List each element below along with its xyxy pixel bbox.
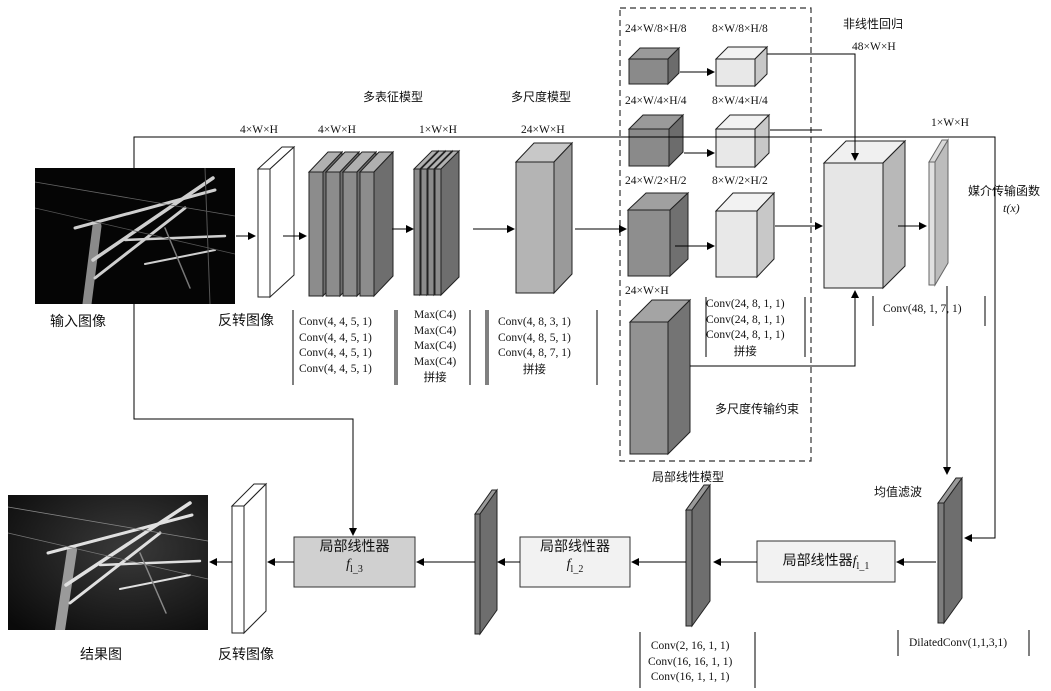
layer-line: Conv(4, 8, 3, 1)	[498, 315, 571, 331]
pyramid-cube-w8-dark	[629, 48, 679, 84]
transmission-map-slab	[929, 140, 948, 285]
local-linear-slab	[686, 485, 710, 626]
layer-line: Conv(16, 16, 1, 1)	[648, 655, 732, 671]
linearizer-2-title: 局部线性器	[520, 539, 630, 556]
multi-rep-stack	[309, 152, 393, 296]
dim-1-out: 1×W×H	[931, 116, 969, 131]
maxout-stack	[414, 151, 459, 295]
regression-layer: Conv(48, 1, 7, 1)	[883, 302, 962, 317]
layer-line: Max(C4)	[414, 324, 456, 340]
layer-line: 拼接	[414, 370, 456, 386]
mean-filter-label: 均值滤波	[874, 485, 922, 500]
dim-multi-scale: 24×W×H	[521, 123, 565, 138]
layer-line: Conv(4, 4, 5, 1)	[299, 315, 372, 331]
linearizer-3: 局部线性器 fl_3	[294, 539, 415, 578]
layer-line: Conv(24, 8, 1, 1)	[706, 297, 785, 313]
dim-24-w8: 24×W/8×H/8	[625, 22, 687, 37]
layer-line: Conv(2, 16, 1, 1)	[648, 639, 732, 655]
maxout-sheet-4-front	[435, 169, 441, 295]
pyramid-cube-w2-light	[716, 193, 774, 277]
pyramid-cube-w2-dark	[628, 193, 688, 276]
inverted-image-label-top: 反转图像	[218, 314, 274, 329]
maxout-sheet-3-front	[428, 169, 434, 295]
layer-line: Conv(16, 1, 1, 1)	[648, 670, 732, 686]
layer-line: Conv(4, 8, 7, 1)	[498, 346, 571, 362]
layer-line: Conv(4, 8, 5, 1)	[498, 331, 571, 347]
input-image-label: 输入图像	[50, 315, 106, 330]
dilated-layer: DilatedConv(1,1,3,1)	[909, 636, 1007, 651]
linearizer-1-title: 局部线性器	[783, 553, 853, 569]
linearizer-1: 局部线性器fl_1	[757, 553, 895, 575]
pyramid-cube-w4-dark	[629, 115, 683, 166]
multi-rep-box-2-front	[326, 172, 340, 296]
dim-8-w8: 8×W/8×H/8	[712, 22, 768, 37]
linearizer-3-title: 局部线性器	[294, 539, 415, 556]
multi-scale-block	[516, 143, 572, 293]
multi-rep-box-4-front	[360, 172, 374, 296]
dim-8-w2: 8×W/2×H/2	[712, 174, 768, 189]
linearizer-2: 局部线性器 fl_2	[520, 539, 630, 578]
local-linear-model-label: 局部线性模型	[652, 470, 724, 485]
result-image-label: 结果图	[80, 648, 122, 663]
multi-rep-box-4-side	[374, 152, 393, 296]
pyramid-cube-full-dark	[630, 300, 690, 454]
multi-rep-layers: Conv(4, 4, 5, 1) Conv(4, 4, 5, 1) Conv(4…	[299, 315, 372, 377]
concat-48-block	[824, 141, 905, 288]
pyramid-cube-w8-light	[716, 47, 767, 86]
pyramid-layers: Conv(24, 8, 1, 1) Conv(24, 8, 1, 1) Conv…	[706, 297, 785, 359]
linearizer-3-sub: l_3	[350, 564, 363, 575]
pyramid-cube-w4-light	[716, 115, 769, 167]
inverted-image-block-bottom	[232, 484, 266, 633]
nonlinear-regression-label: 非线性回归	[843, 17, 903, 32]
layer-line: Conv(4, 4, 5, 1)	[299, 331, 372, 347]
inverted-image-block-top	[258, 147, 294, 297]
layer-line: Conv(4, 4, 5, 1)	[299, 346, 372, 362]
dim-24-w4: 24×W/4×H/4	[625, 94, 687, 109]
multi-scale-layers: Conv(4, 8, 3, 1) Conv(4, 8, 5, 1) Conv(4…	[498, 315, 571, 377]
dim-48: 48×W×H	[852, 40, 896, 55]
layer-line: Max(C4)	[414, 308, 456, 324]
dim-inverted: 4×W×H	[240, 123, 278, 138]
dim-8-w4: 8×W/4×H/4	[712, 94, 768, 109]
local-linear-layers: Conv(2, 16, 1, 1) Conv(16, 16, 1, 1) Con…	[648, 639, 732, 686]
dim-multi-rep: 4×W×H	[318, 123, 356, 138]
inverted-image-label-bottom: 反转图像	[218, 648, 274, 663]
layer-line: Conv(4, 4, 5, 1)	[299, 362, 372, 378]
medium-transmission-label: 媒介传输函数	[968, 184, 1040, 199]
layer-line: 拼接	[706, 344, 785, 360]
layer-line: Conv(24, 8, 1, 1)	[706, 313, 785, 329]
maxout-sheet-1-front	[414, 169, 420, 295]
layer-line: 拼接	[498, 362, 571, 378]
maxout-sheet-4-side	[441, 151, 459, 295]
transmission-symbol: t(x)	[1003, 201, 1020, 216]
dim-maxout: 1×W×H	[419, 123, 457, 138]
multi-rep-model-label: 多表征模型	[363, 90, 423, 105]
maxout-layers: Max(C4) Max(C4) Max(C4) Max(C4) 拼接	[414, 308, 456, 386]
layer-line: Max(C4)	[414, 339, 456, 355]
linearizer-1-sub: l_1	[857, 561, 870, 572]
layer-line: Conv(24, 8, 1, 1)	[706, 328, 785, 344]
dim-24-w2: 24×W/2×H/2	[625, 174, 687, 189]
multi-rep-box-3-front	[343, 172, 357, 296]
layer-line: Max(C4)	[414, 355, 456, 371]
multi-rep-box-1-front	[309, 172, 323, 296]
maxout-sheet-2-front	[421, 169, 427, 295]
linearizer-2-sub: l_2	[571, 564, 584, 575]
intermediate-slab	[475, 490, 497, 634]
multi-scale-constraint-label: 多尺度传输约束	[715, 402, 799, 417]
multi-scale-model-label: 多尺度模型	[511, 90, 571, 105]
dim-24-full: 24×W×H	[625, 284, 669, 299]
mean-filter-slab	[938, 478, 962, 623]
